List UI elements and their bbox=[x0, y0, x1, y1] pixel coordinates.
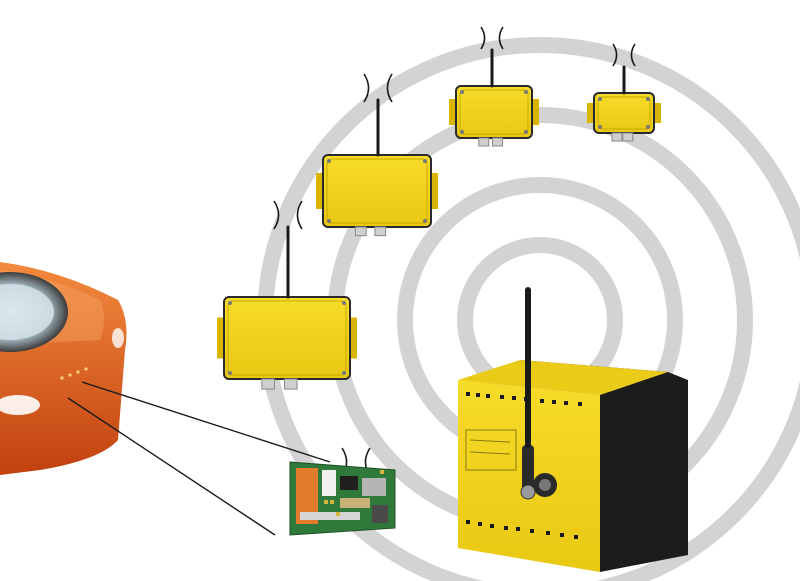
wireless-enclosure bbox=[449, 26, 539, 147]
safety-relay-module bbox=[458, 287, 688, 572]
wireless-signal-icon bbox=[480, 26, 504, 50]
wireless-enclosure bbox=[587, 43, 661, 142]
wireless-enclosure bbox=[316, 73, 438, 237]
wireless-signal-icon bbox=[363, 73, 393, 103]
connection-lines bbox=[67, 381, 331, 536]
wireless-signal-icon bbox=[273, 200, 303, 230]
wireless-enclosures bbox=[217, 26, 661, 477]
receiver-pcb bbox=[289, 461, 396, 536]
wireless-enclosure bbox=[217, 200, 357, 390]
wireless-signal-icon bbox=[612, 43, 636, 67]
safety-base-station bbox=[0, 262, 127, 475]
